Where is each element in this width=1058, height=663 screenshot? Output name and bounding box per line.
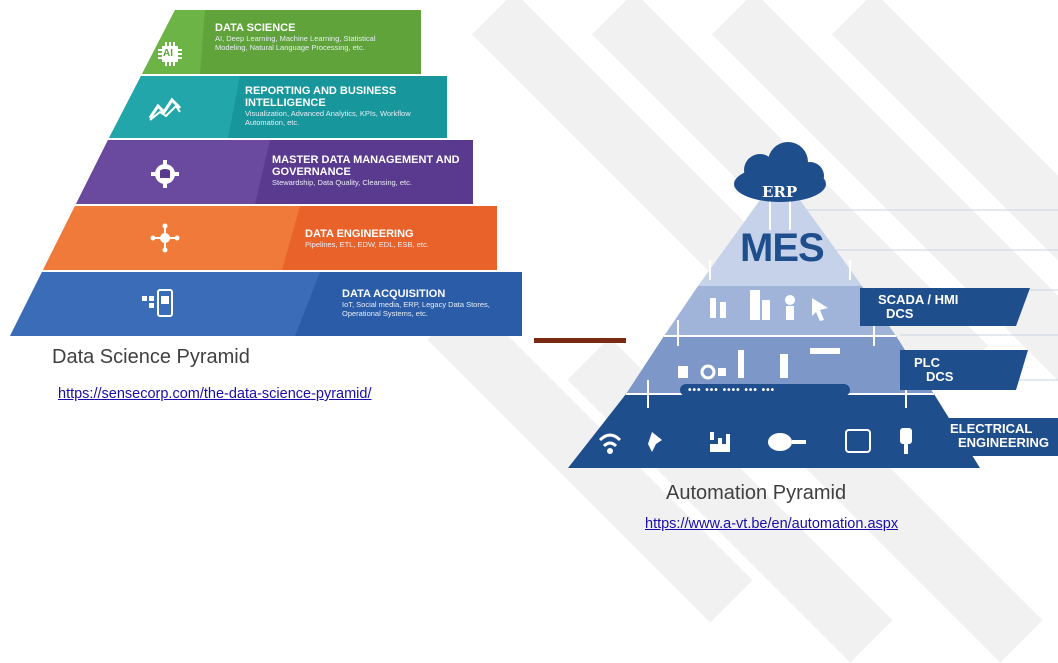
tag-electrical-engineering: ELECTRICAL ENGINEERING (950, 422, 1049, 450)
divider-line (534, 338, 626, 343)
tag-line: DCS (886, 306, 914, 321)
automation-pyramid: ERP MES ••• ••• •••• ••• ••• SCADA / HMI… (560, 140, 1058, 480)
trend-chart-icon (148, 94, 182, 122)
automation-pyramid-graphic (568, 142, 1058, 468)
layer-description: Visualization, Advanced Analytics, KPIs,… (245, 109, 411, 127)
layer-data-engineering: DATA ENGINEERING Pipelines, ETL, EDW, ED… (305, 228, 490, 249)
layer-title: REPORTING AND BUSINESS INTELLIGENCE (245, 85, 397, 109)
layer-title: DATA SCIENCE (215, 22, 296, 34)
tag-line: ENGINEERING (958, 435, 1050, 450)
layer-data-acquisition: DATA ACQUISITION IoT, Social media, ERP,… (342, 288, 520, 318)
layer-description: Pipelines, ETL, EDW, EDL, ESB, etc. (305, 240, 429, 249)
mobile-device-icon (140, 288, 176, 318)
tag-line: ELECTRICAL (950, 421, 1033, 436)
ai-badge-text: AI (163, 48, 173, 59)
right-source-link[interactable]: https://www.a-vt.be/en/automation.aspx (645, 516, 899, 532)
layer-master-data: MASTER DATA MANAGEMENT AND GOVERNANCE St… (272, 154, 467, 187)
network-hub-icon (150, 223, 180, 253)
conveyor-dots: ••• ••• •••• ••• ••• (688, 385, 776, 396)
tag-scada-hmi: SCADA / HMI DCS (878, 293, 958, 321)
layer-description: IoT, Social media, ERP, Legacy Data Stor… (342, 300, 490, 318)
left-caption: Data Science Pyramid (52, 346, 250, 368)
tag-line: SCADA / HMI (878, 292, 959, 307)
layer-title: MASTER DATA MANAGEMENT AND GOVERNANCE (272, 154, 460, 178)
gear-database-icon (151, 160, 179, 188)
left-source-link[interactable]: https://sensecorp.com/the-data-science-p… (58, 386, 372, 402)
layer-data-science: DATA SCIENCE AI, Deep Learning, Machine … (215, 22, 415, 52)
mes-label: MES (740, 226, 825, 270)
tag-plc-dcs: PLC DCS (914, 356, 953, 384)
layer-reporting-bi: REPORTING AND BUSINESS INTELLIGENCE Visu… (245, 85, 440, 127)
layer-description: Stewardship, Data Quality, Cleansing, et… (272, 178, 412, 187)
right-caption: Automation Pyramid (666, 482, 847, 504)
tag-line: PLC (914, 355, 940, 370)
tag-line: DCS (926, 369, 954, 384)
layer-title: DATA ENGINEERING (305, 228, 414, 240)
layer-title: DATA ACQUISITION (342, 288, 446, 300)
ai-chip-icon: AI (157, 41, 183, 67)
data-science-pyramid: AI (0, 0, 530, 340)
layer-description: AI, Deep Learning, Machine Learning, Sta… (215, 34, 376, 52)
erp-cloud-label: ERP (762, 183, 798, 201)
